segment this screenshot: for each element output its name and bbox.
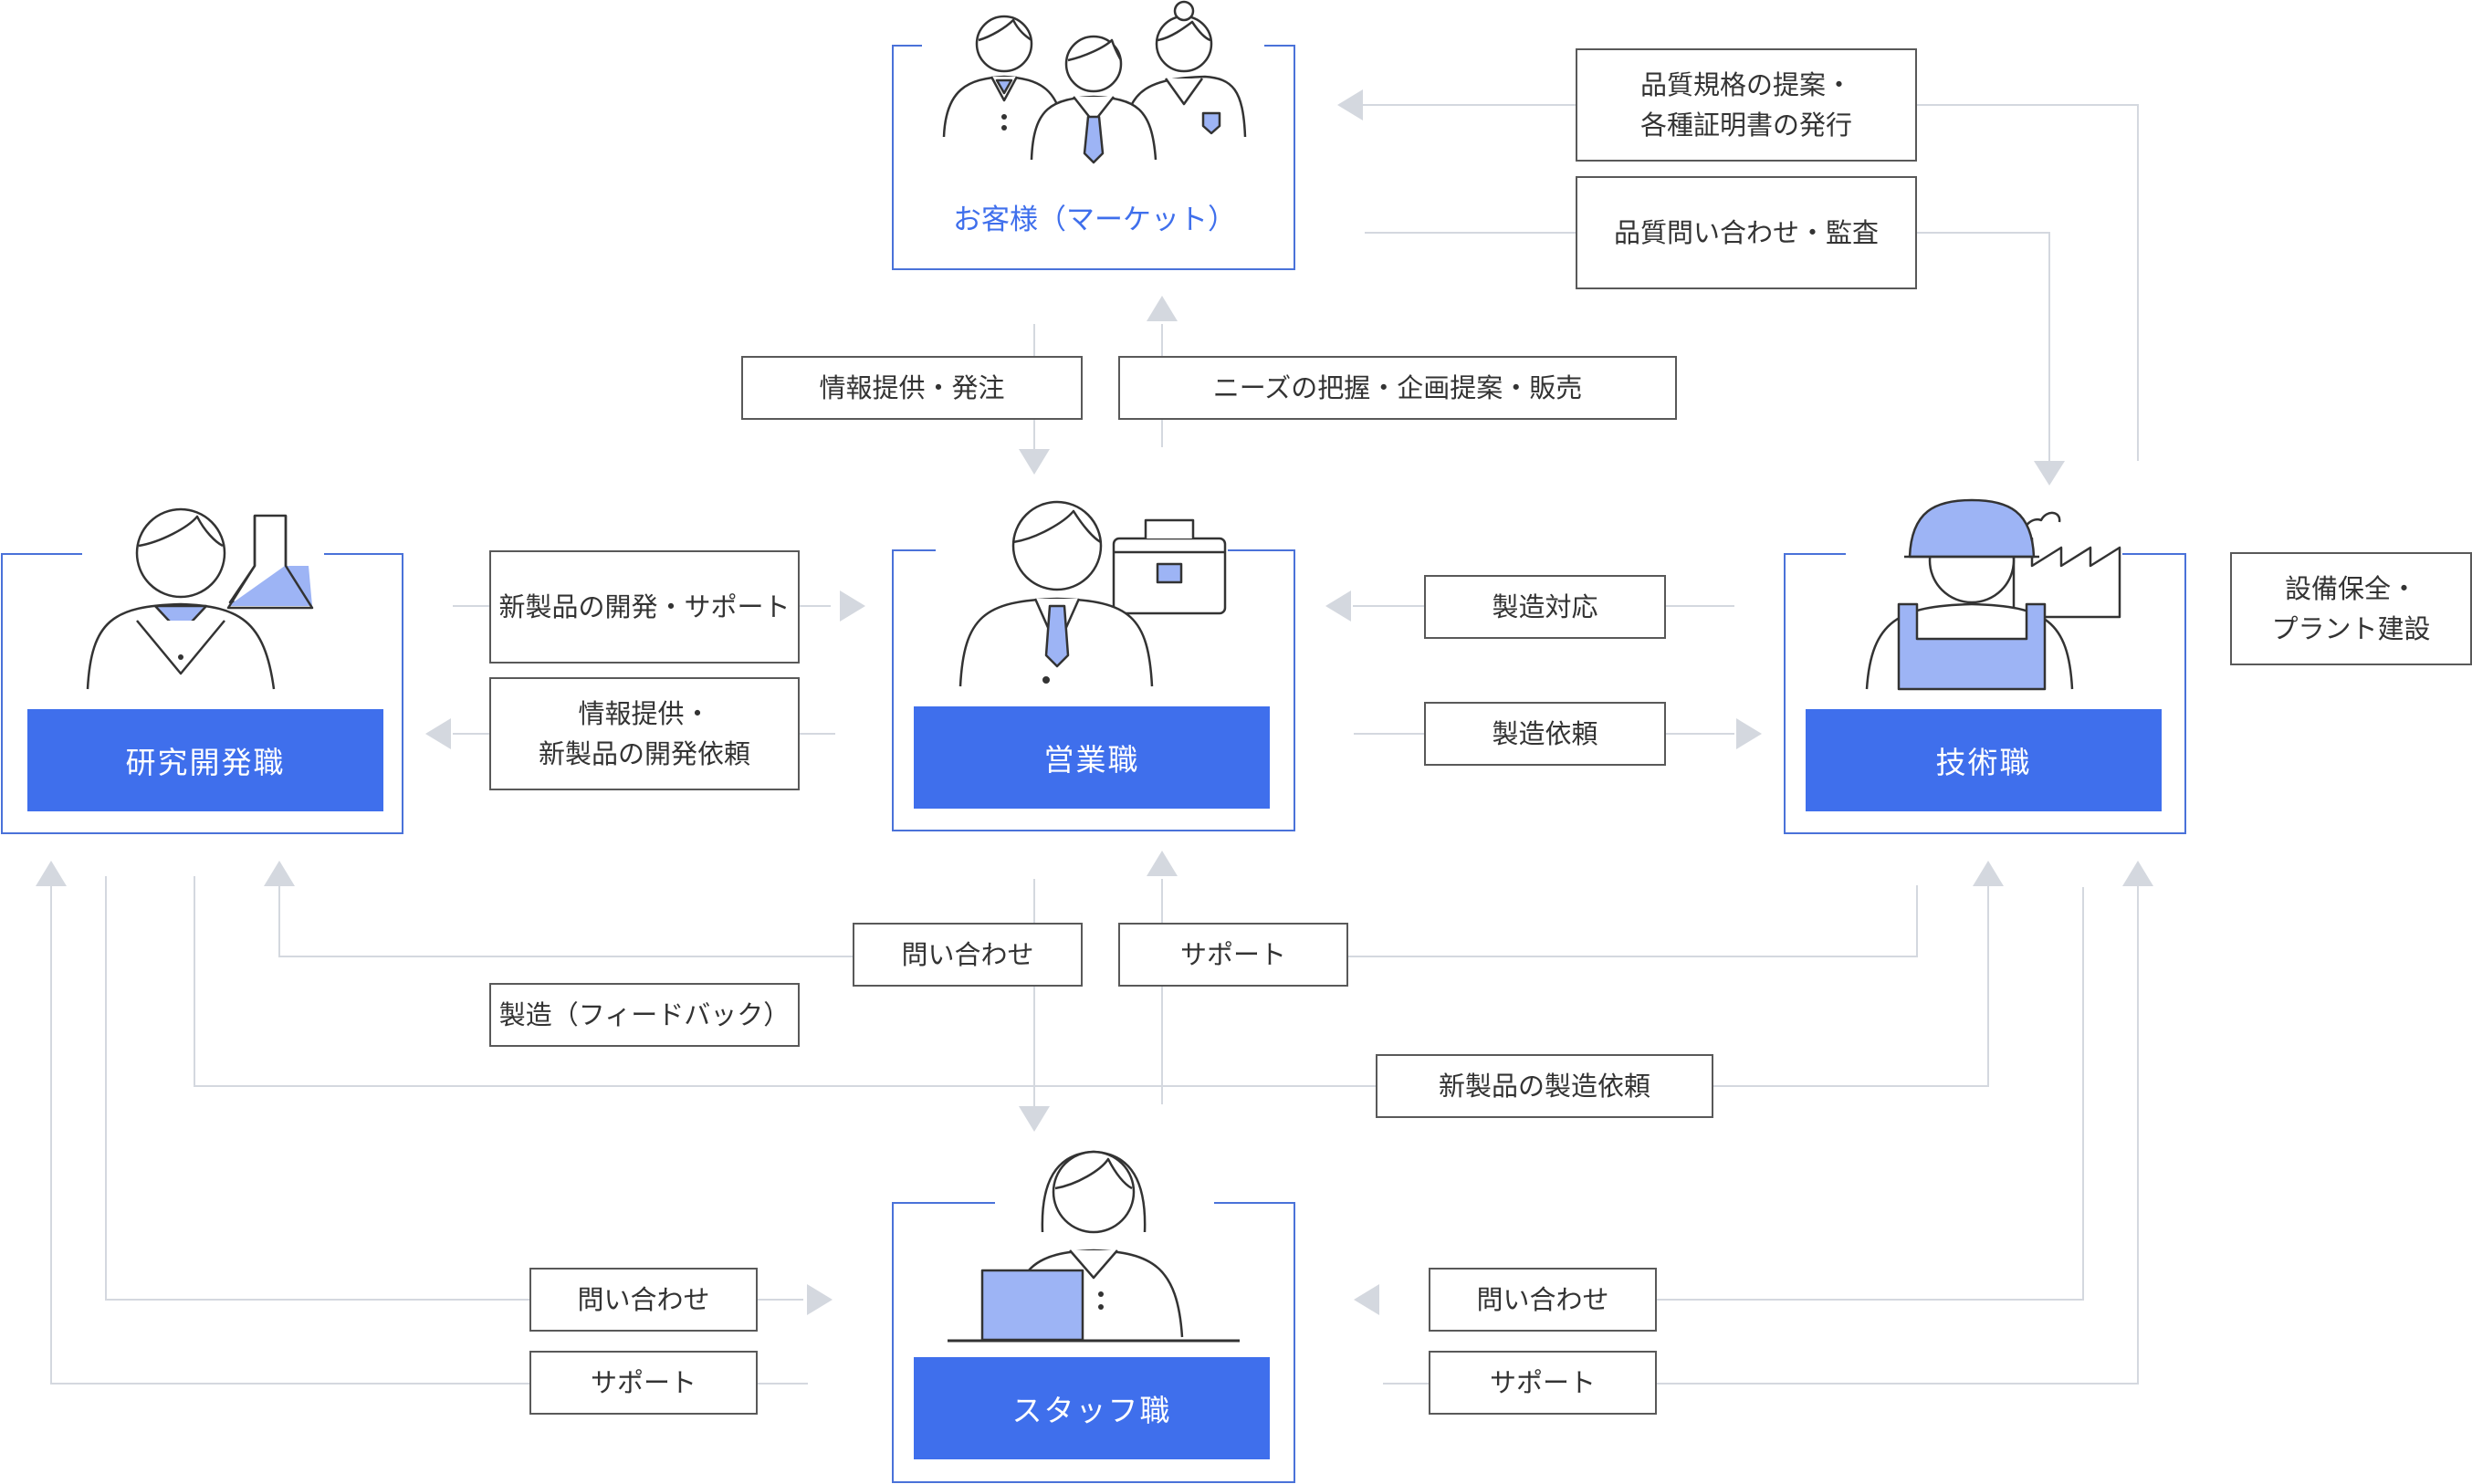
arrow-to-eng-right: [2122, 861, 2153, 886]
arrow-to-rnd-bus: [264, 861, 295, 886]
label-newprod-support: 新製品の開発・サポート: [489, 550, 800, 664]
arrow-to-sales-top: [1019, 449, 1050, 475]
label-manufacturing-request: 製造依頼: [1424, 702, 1666, 766]
arrow-to-customer-up: [1147, 296, 1178, 321]
staff-icon: [948, 1150, 1240, 1343]
arrow-to-customer: [1337, 89, 1363, 120]
label-inquiry-center: 問い合わせ: [853, 923, 1083, 987]
rnd-frame: [1, 553, 403, 834]
arrow-to-staff-right: [1354, 1284, 1379, 1315]
label-support-left: サポート: [529, 1351, 758, 1415]
arrow-to-sales-from-rnd: [840, 590, 865, 622]
engineering-frame: [1784, 553, 2186, 834]
label-info-order: 情報提供・発注: [741, 356, 1083, 420]
arrow-to-rnd: [425, 718, 451, 749]
arrow-to-engineering: [2034, 461, 2065, 486]
arrow-to-rnd-left: [36, 861, 67, 886]
label-manufacturing-response: 製造対応: [1424, 575, 1666, 639]
arrow-to-sales-bottom: [1147, 851, 1178, 876]
label-support-right: サポート: [1429, 1351, 1657, 1415]
sales-role-button[interactable]: 営業職: [914, 706, 1270, 809]
connector-lines: [50, 104, 2139, 1385]
customer-title: お客様（マーケット）: [953, 204, 1236, 236]
arrow-to-staff-top: [1019, 1106, 1050, 1132]
label-needs-sales: ニーズの把握・企画提案・販売: [1118, 356, 1677, 420]
label-quality-inquiry: 品質問い合わせ・監査: [1576, 176, 1917, 289]
label-support-center: サポート: [1118, 923, 1348, 987]
customer-frame: [892, 45, 1295, 270]
label-quality-standards: 品質規格の提案・ 各種証明書の発行: [1576, 48, 1917, 162]
engineering-role-button[interactable]: 技術職: [1806, 709, 2162, 811]
arrow-to-engineering-side: [1736, 718, 1762, 749]
label-newprod-manufacturing-request: 新製品の製造依頼: [1376, 1054, 1713, 1118]
staff-role-button[interactable]: スタッフ職: [914, 1357, 1270, 1459]
researcher-icon: [86, 507, 314, 690]
label-equipment-plant: 設備保全・ プラント建設: [2230, 552, 2472, 665]
customers-icon: [942, 0, 1247, 164]
staff-frame: [892, 1202, 1295, 1483]
arrow-to-sales-from-eng: [1325, 590, 1351, 622]
arrow-to-eng-new: [1973, 861, 2004, 886]
label-inquiry-right: 問い合わせ: [1429, 1268, 1657, 1332]
salesperson-icon: [958, 500, 1227, 687]
engineer-icon: [1865, 498, 2121, 691]
rnd-role-button[interactable]: 研究開発職: [27, 709, 383, 811]
label-inquiry-left: 問い合わせ: [529, 1268, 758, 1332]
label-info-newprod-request: 情報提供・ 新製品の開発依頼: [489, 677, 800, 790]
arrowheads: [36, 89, 2153, 1315]
sales-frame: [892, 549, 1295, 831]
label-manufacturing-feedback: 製造（フィードバック）: [489, 983, 800, 1047]
arrow-to-staff-left: [807, 1284, 833, 1315]
